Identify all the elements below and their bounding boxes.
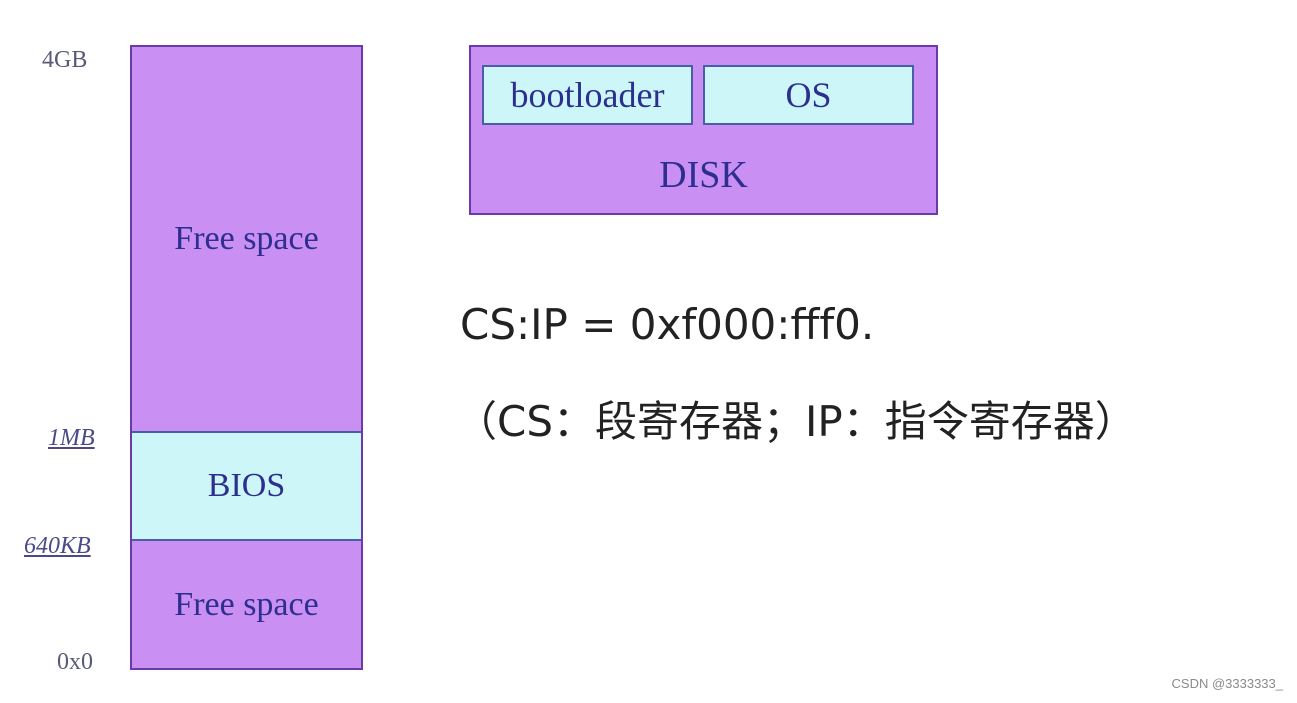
memory-map: Free space BIOS Free space: [130, 45, 363, 670]
free-space-lower-label: Free space: [174, 585, 319, 623]
address-label-4gb: 4GB: [42, 47, 88, 73]
register-explanation: （CS：段寄存器；IP：指令寄存器）: [455, 397, 1137, 446]
bios-region: BIOS: [132, 431, 361, 541]
address-label-0x0: 0x0: [57, 649, 93, 675]
free-space-upper-region: Free space: [132, 47, 361, 431]
os-label: OS: [785, 75, 832, 115]
address-label-640kb: 640KB: [24, 533, 91, 559]
free-space-upper-label: Free space: [174, 220, 319, 257]
disk-label: DISK: [659, 154, 748, 196]
bios-label: BIOS: [207, 467, 286, 504]
bootloader-block: bootloader: [482, 65, 693, 125]
free-space-lower-region: Free space: [132, 541, 361, 668]
address-label-1mb: 1MB: [48, 425, 95, 451]
os-block: OS: [703, 65, 914, 125]
watermark: CSDN @3333333_: [1171, 676, 1283, 691]
cs-ip-value: CS:IP = 0xf000:fff0.: [460, 300, 875, 349]
bootloader-label: bootloader: [510, 75, 665, 115]
disk-box: bootloader OS DISK: [469, 45, 938, 215]
